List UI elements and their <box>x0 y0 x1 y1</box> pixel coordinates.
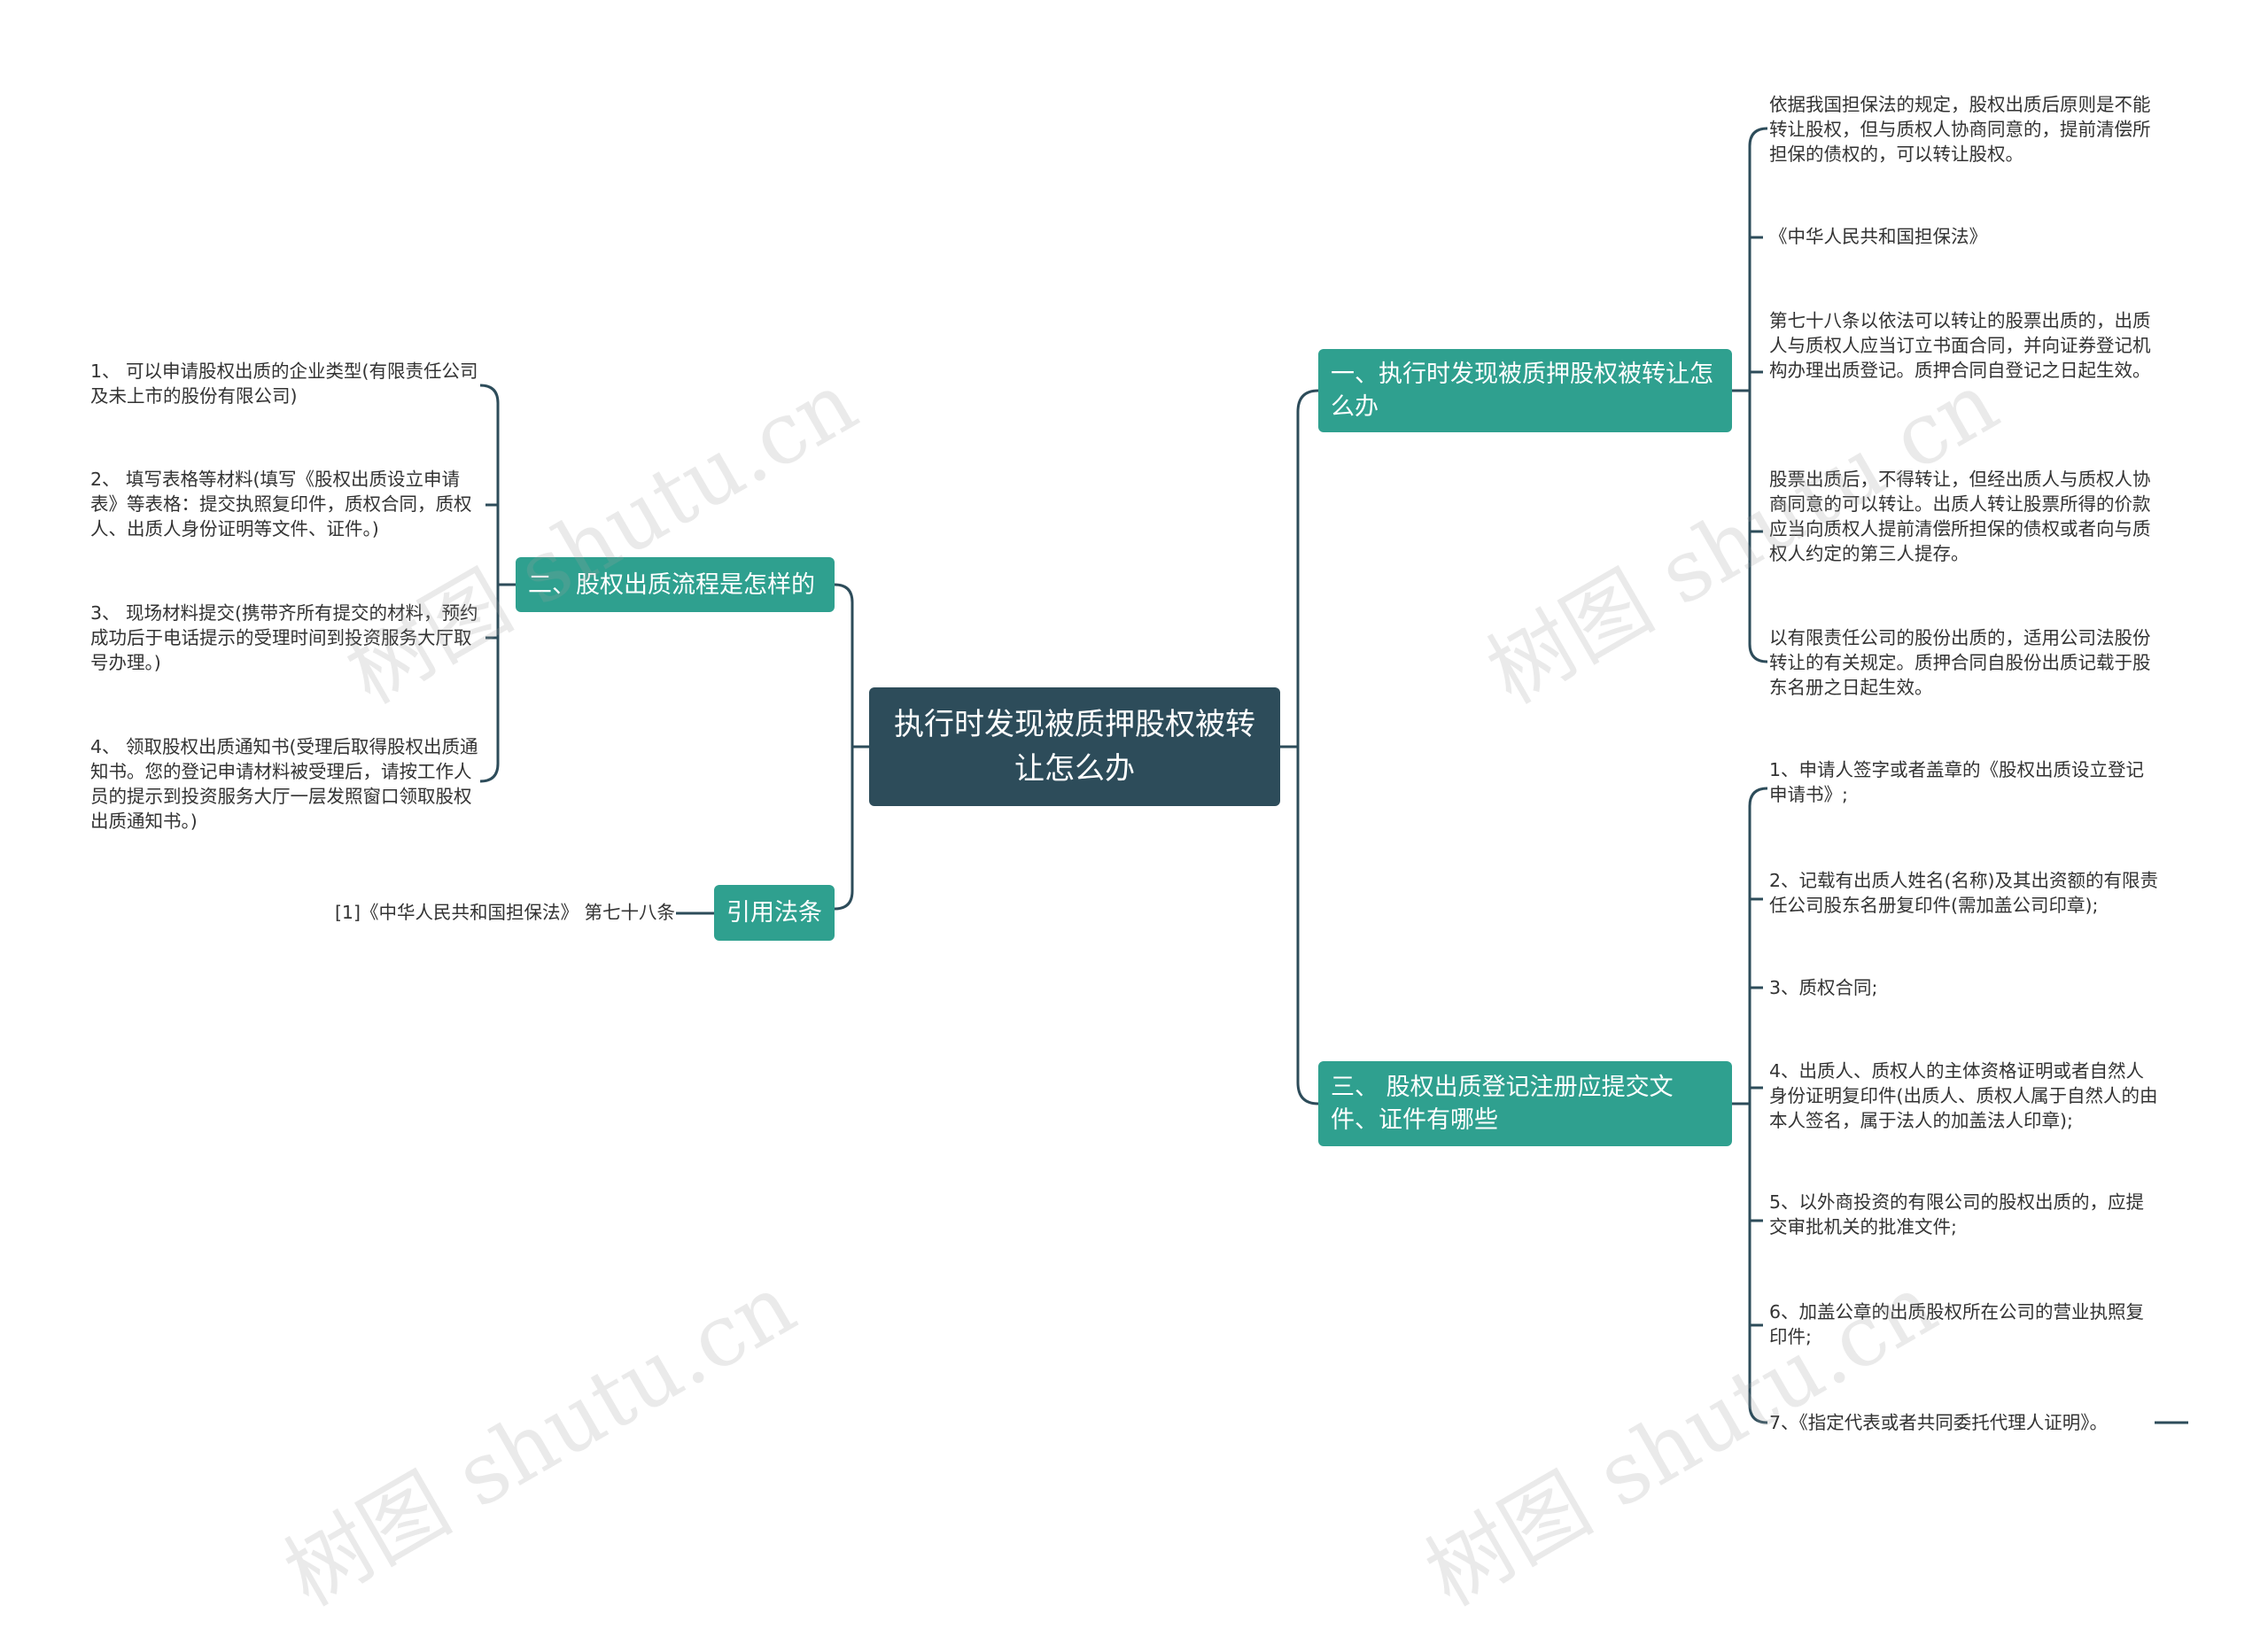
branch-node-1[interactable]: 一、执行时发现被质押股权被转让怎么办 <box>1318 349 1732 432</box>
leaf-2-1: 1、 可以申请股权出质的企业类型(有限责任公司及未上市的股份有限公司) <box>90 361 478 407</box>
leaf-3-7: 7、《指定代表或者共同委托代理人证明》。 <box>1769 1412 2109 1433</box>
branch-node-4[interactable]: 引用法条 <box>714 885 835 941</box>
leaf-1-5: 以有限责任公司的股份出质的，适用公司法股份转让的有关规定。质押合同自股份出质记载… <box>1769 627 2151 698</box>
leaf-3-3: 3、质权合同; <box>1769 977 1878 998</box>
leaf-2-3: 3、 现场材料提交(携带齐所有提交的材料，预约成功后于电话提示的受理时间到投资服… <box>90 602 478 673</box>
connector-lines <box>479 127 2188 1424</box>
leaf-4-1: [1]《中华人民共和国担保法》 第七十八条 <box>334 902 675 923</box>
branch-label-2: 二、股权出质流程是怎样的 <box>528 570 815 599</box>
leaf-3-2: 2、记载有出质人姓名(名称)及其出资额的有限责任公司股东名册复印件(需加盖公司印… <box>1769 870 2159 916</box>
leaf-3-5: 5、以外商投资的有限公司的股权出质的，应提交审批机关的批准文件; <box>1769 1191 2145 1237</box>
leaf-2-4: 4、 领取股权出质通知书(受理后取得股权出质通知书。您的登记申请材料被受理后，请… <box>90 736 478 832</box>
leaf-1-3: 第七十八条以依法可以转让的股票出质的，出质人与质权人应当订立书面合同，并向证券登… <box>1769 310 2151 381</box>
branch-label-3: 三、 股权出质登记注册应提交文件、证件有哪些 <box>1331 1074 1674 1134</box>
branch-label-4: 引用法条 <box>726 899 822 927</box>
leaf-2-2: 2、 填写表格等材料(填写《股权出质设立申请表》等表格：提交执照复印件，质权合同… <box>90 469 472 539</box>
leaf-1-4: 股票出质后，不得转让，但经出质人与质权人协商同意的可以转让。出质人转让股票所得的… <box>1769 469 2151 564</box>
branch-label-1: 一、执行时发现被质押股权被转让怎么办 <box>1331 361 1713 421</box>
leaf-1-1: 依据我国担保法的规定，股权出质后原则是不能转让股权，但与质权人协商同意的，提前清… <box>1769 94 2151 165</box>
leaf-3-6: 6、加盖公章的出质股权所在公司的营业执照复印件; <box>1769 1301 2145 1347</box>
leaf-1-2: 《中华人民共和国担保法》 <box>1769 226 1987 247</box>
leaf-3-1: 1、申请人签字或者盖章的《股权出质设立登记申请书》; <box>1769 759 2145 805</box>
branch-node-3[interactable]: 三、 股权出质登记注册应提交文件、证件有哪些 <box>1318 1061 1732 1146</box>
leaf-3-4: 4、出质人、质权人的主体资格证明或者自然人身份证明复印件(出质人、质权人属于自然… <box>1769 1060 2158 1131</box>
branch-node-2[interactable]: 二、股权出质流程是怎样的 <box>516 557 835 612</box>
root-node[interactable]: 执行时发现被质押股权被转让怎么办 <box>869 687 1280 806</box>
root-label: 执行时发现被质押股权被转让怎么办 <box>894 707 1255 787</box>
